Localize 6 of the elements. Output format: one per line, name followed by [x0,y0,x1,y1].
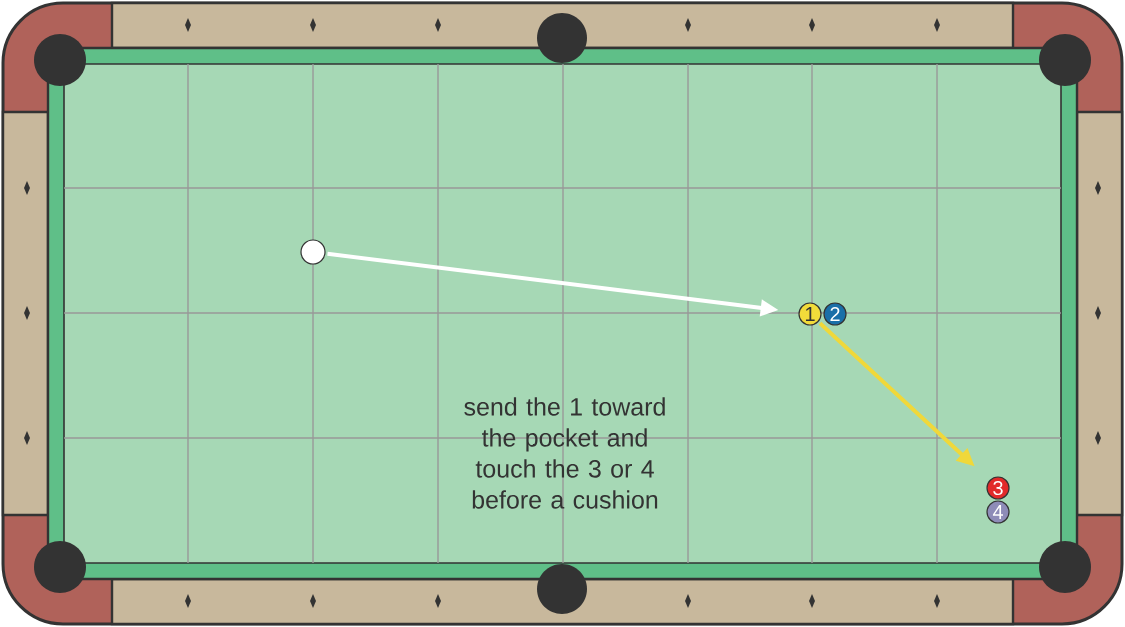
note-text: send the 1 toward the pocket and touch the 3 or 4 before a cushion [464,397,665,509]
numbered-ball: 2 [823,302,847,326]
numbered-ball: 1 [798,302,822,326]
numbered-ball: 3 [986,476,1010,500]
cue-ball [300,239,326,265]
numbered-ball: 4 [986,500,1010,524]
